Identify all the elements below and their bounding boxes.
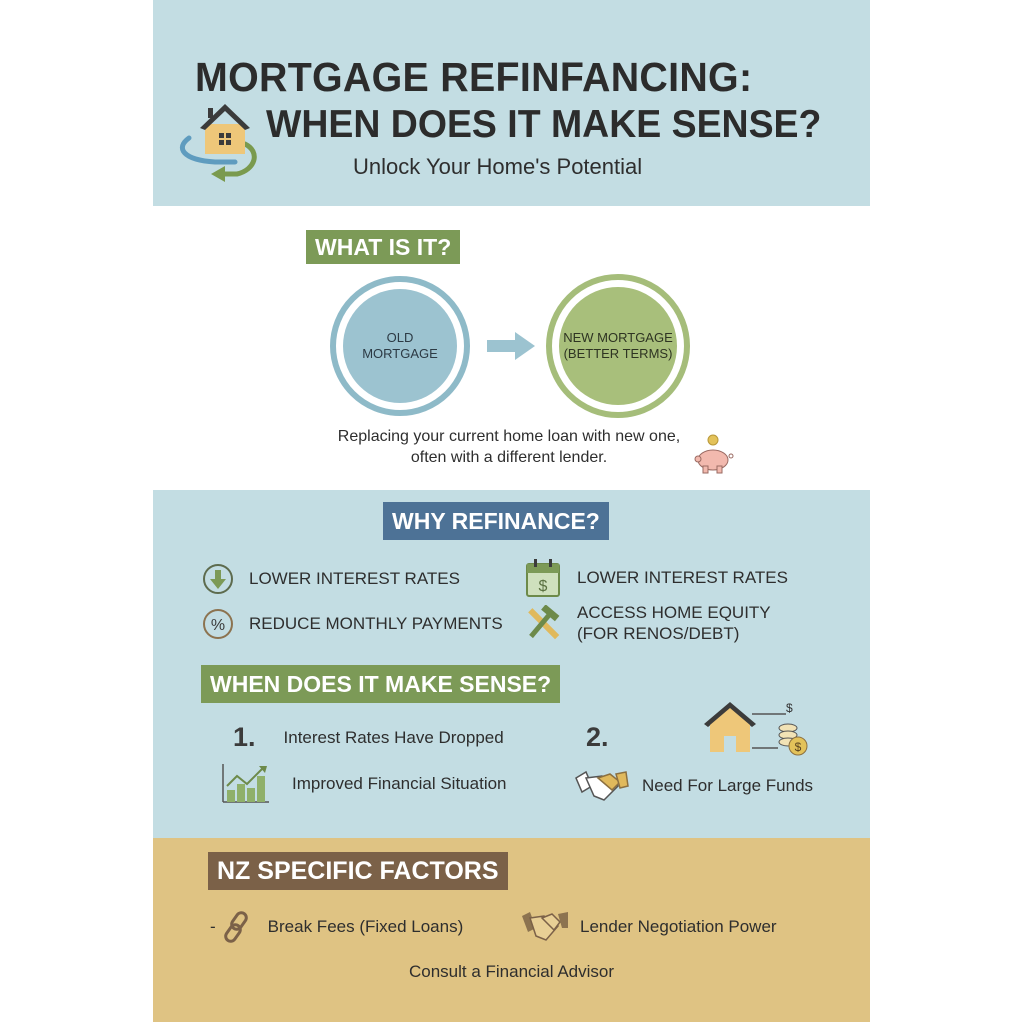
reason-label-line-2: (FOR RENOS/DEBT) <box>577 624 740 643</box>
calendar-dollar-icon: $ <box>526 559 560 597</box>
what-is-it-heading: WHAT IS IT? <box>306 230 461 264</box>
reason-label: LOWER INTEREST RATES <box>577 568 788 587</box>
consult-advisor-text: Consult a Financial Advisor <box>408 962 615 981</box>
arrow-right-icon <box>487 332 535 360</box>
reason-item: ACCESS HOME EQUITY (FOR RENOS/DEBT) <box>525 602 771 644</box>
nz-factor-item: - Break Fees (Fixed Loans) <box>210 910 463 944</box>
why-refinance-section: WHY REFINANCE? LOWER INTEREST RATES % RE… <box>153 490 870 838</box>
page-subtitle: Unlock Your Home's Potential <box>353 154 643 179</box>
new-mortgage-label-2: (BETTER TERMS) <box>563 346 673 361</box>
new-mortgage-label-1: NEW MORTGAGE <box>563 330 673 345</box>
svg-text:%: % <box>211 617 225 634</box>
reason-item: LOWER INTEREST RATES <box>201 562 460 596</box>
svg-text:$: $ <box>786 701 793 715</box>
reason-label: LOWER INTEREST RATES <box>249 569 460 588</box>
bullet: - <box>210 917 216 936</box>
handshake-icon <box>522 912 568 941</box>
old-mortgage-circle: OLD MORTGAGE <box>330 276 470 416</box>
sense-item: 2. <box>586 722 609 753</box>
hammer-ruler-icon <box>528 605 560 640</box>
growth-chart-icon <box>222 764 269 803</box>
page-title-line-1: MORTGAGE REFINFANCING: <box>195 54 753 100</box>
reason-item: $ LOWER INTEREST RATES <box>525 558 788 598</box>
sense-item: 1. Interest Rates Have Dropped <box>233 722 504 753</box>
percent-circle-icon: % <box>203 609 233 639</box>
sense-label: Interest Rates Have Dropped <box>283 727 504 747</box>
svg-text:$: $ <box>795 740 802 754</box>
nz-factor-label: Lender Negotiation Power <box>580 917 777 936</box>
refinance-description: Replacing your current home loan with ne… <box>303 426 715 468</box>
reason-label: REDUCE MONTHLY PAYMENTS <box>249 614 503 633</box>
nz-factor-item: Lender Negotiation Power <box>520 910 777 944</box>
sense-label: Improved Financial Situation <box>292 774 507 793</box>
house-coins-icon: $ $ <box>704 701 808 756</box>
down-arrow-circle-icon <box>203 564 233 594</box>
what-is-it-section: WHAT IS IT? OLD MORTGAGE NEW MORTGAGE (B… <box>153 206 870 490</box>
new-mortgage-circle: NEW MORTGAGE (BETTER TERMS) <box>546 274 690 418</box>
item-number: 1. <box>233 722 256 752</box>
header-banner: MORTGAGE REFINFANCING: WHEN DOES IT MAKE… <box>153 0 870 206</box>
nz-factor-label: Break Fees (Fixed Loans) <box>267 917 464 936</box>
svg-text:$: $ <box>539 578 548 595</box>
piggy-bank-icon <box>694 434 734 474</box>
house-refresh-icon <box>180 104 257 182</box>
nz-factors-heading: NZ SPECIFIC FACTORS <box>208 852 508 890</box>
old-mortgage-label-1: OLD <box>386 330 414 345</box>
why-refinance-heading: WHY REFINANCE? <box>383 502 609 540</box>
sense-item: Need For Large Funds <box>574 768 813 804</box>
reason-item: % REDUCE MONTHLY PAYMENTS <box>201 607 503 641</box>
reason-label-line-1: ACCESS HOME EQUITY <box>577 603 771 622</box>
chain-link-icon <box>223 911 248 943</box>
page-title-line-2: WHEN DOES IT MAKE SENSE? <box>266 103 822 146</box>
sense-label: Need For Large Funds <box>642 776 814 795</box>
handshake-icon <box>575 770 629 801</box>
old-mortgage-label-2: MORTGAGE <box>362 346 438 361</box>
item-number: 2. <box>586 722 609 752</box>
description-line-2: often with a different lender. <box>410 449 608 466</box>
description-line-1: Replacing your current home loan with ne… <box>337 428 681 445</box>
when-sense-heading: WHEN DOES IT MAKE SENSE? <box>201 665 561 703</box>
sense-item: Improved Financial Situation <box>221 764 507 804</box>
nz-factors-section: NZ SPECIFIC FACTORS - Break Fees (Fixed … <box>153 838 870 1022</box>
